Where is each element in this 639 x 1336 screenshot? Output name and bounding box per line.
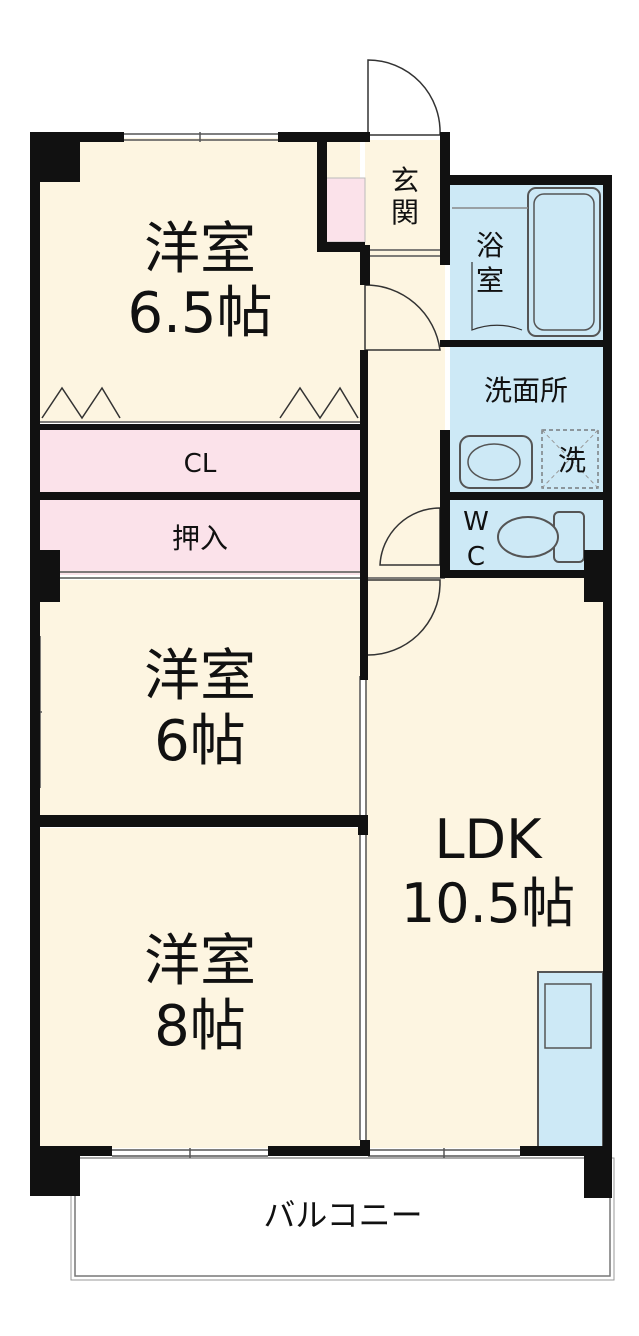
ldk-door-swing	[367, 579, 441, 656]
western-room-3-name: 洋室	[144, 929, 256, 994]
shoe-cabinet	[324, 177, 366, 243]
kitchen-sink	[544, 983, 592, 1049]
walls	[30, 132, 612, 1198]
wc-label-2: C	[467, 542, 485, 572]
entrance-door-swing	[367, 59, 441, 136]
western-room-1-size: 6.5帖	[127, 281, 272, 346]
closet-door-marks-left	[41, 386, 121, 420]
hallway-floor	[360, 250, 445, 580]
western-room-2-floor	[40, 580, 360, 820]
entrance-label-2: 関	[391, 196, 419, 229]
entrance-floor	[365, 140, 445, 250]
room1-door-swing	[364, 284, 441, 351]
balcony-floor	[74, 1157, 611, 1277]
balcony-label: バルコニー	[263, 1196, 422, 1234]
bath-label-1: 浴	[476, 229, 504, 262]
entrance-label-1: 玄	[391, 164, 419, 197]
balcony-rail	[70, 1157, 615, 1281]
washer-label: 洗	[558, 444, 586, 477]
washer-space	[541, 429, 599, 489]
western-room-1-floor	[40, 138, 360, 423]
closet-floor	[40, 428, 360, 494]
oshiire-floor	[40, 500, 360, 575]
closet-door-marks-right	[279, 386, 359, 420]
wc-door-swing	[379, 507, 441, 566]
bath-label-2: 室	[476, 264, 504, 297]
ldk-name: LDK	[434, 808, 543, 871]
bathtub-inner	[533, 193, 595, 331]
western-room-3-floor	[40, 828, 360, 1148]
western-room-3-size: 8帖	[154, 994, 246, 1059]
western-room-2-name: 洋室	[144, 644, 256, 709]
western-room-1-name: 洋室	[144, 217, 256, 282]
western-room-2-size: 6帖	[154, 709, 246, 774]
closet-label: CL	[184, 449, 217, 479]
toilet-bowl	[497, 516, 559, 558]
oshiire-label: 押入	[172, 522, 228, 555]
bath-door-swing	[471, 262, 523, 331]
washroom-label: 洗面所	[484, 374, 568, 407]
ldk-size: 10.5帖	[401, 872, 575, 935]
wc-label-1: W	[463, 507, 489, 537]
wash-basin-bowl	[467, 443, 521, 481]
